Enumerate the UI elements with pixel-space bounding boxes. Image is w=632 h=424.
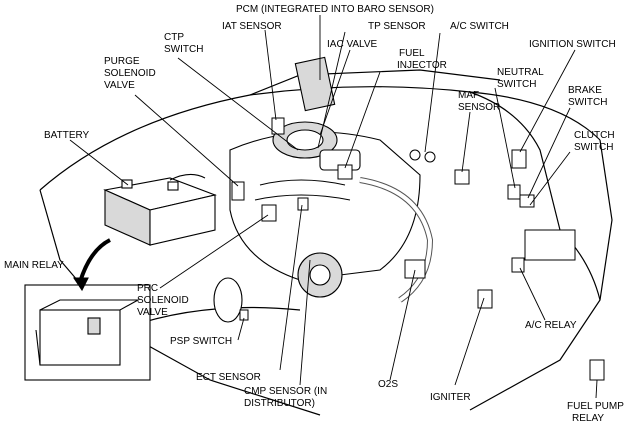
fuel-injector-shape [337, 164, 353, 180]
leader-fuel-injector [344, 71, 381, 169]
leader-ac-relay [519, 267, 546, 321]
label-iat-sensor: IAT SENSOR [222, 21, 282, 32]
iat-sensor-shape [271, 117, 285, 135]
label-pcm: PCM (INTEGRATED INTO BARO SENSOR) [236, 4, 434, 15]
label-cmp-2: DISTRIBUTOR) [244, 398, 315, 409]
label-ac-switch: A/C SWITCH [450, 21, 509, 32]
label-fuel-pump-2: RELAY [572, 413, 604, 424]
leader-lines [69, 15, 598, 399]
leader-ctp [177, 57, 299, 151]
label-neutral-1: NEUTRAL [497, 67, 544, 78]
main-relay-inset [24, 238, 151, 381]
labels: PCM (INTEGRATED INTO BARO SENSOR) IAT SE… [4, 4, 624, 424]
igniter-shape [477, 289, 493, 309]
leader-ect [279, 204, 303, 371]
leader-iat [264, 29, 277, 121]
leader-neutral [494, 87, 516, 189]
label-tp-sensor: TP SENSOR [368, 21, 426, 32]
label-o2s: O2S [378, 379, 398, 390]
leader-iac [319, 49, 351, 136]
leader-battery [69, 139, 129, 186]
ect-sensor-shape [297, 197, 309, 211]
label-maf-1: MAF [458, 90, 479, 101]
label-prc-1: PRC [137, 283, 158, 294]
label-maf-2: SENSOR [458, 102, 500, 113]
leader-prc [159, 214, 269, 289]
leader-fuel-pump-relay [595, 379, 598, 399]
fuel-pump-relay-shape [589, 359, 605, 381]
label-ect-sensor: ECT SENSOR [196, 372, 261, 383]
leader-cmp [299, 259, 311, 386]
neutral-switch-shape [507, 184, 521, 200]
leader-purge [134, 94, 239, 187]
prc-valve-shape [261, 204, 277, 222]
fuse-box-shape [524, 229, 576, 261]
leader-brake [527, 107, 571, 199]
brake-switch-shape [519, 194, 535, 208]
label-clutch-2: SWITCH [574, 142, 613, 153]
label-brake-1: BRAKE [568, 85, 602, 96]
label-ac-relay: A/C RELAY [525, 320, 577, 331]
ignition-switch-shape [511, 149, 527, 169]
label-iac-valve: IAC VALVE [327, 39, 378, 50]
label-purge-1: PURGE [104, 56, 140, 67]
ac-relay-shape [511, 257, 525, 273]
maf-sensor-shape [454, 169, 470, 185]
label-purge-2: SOLENOID [104, 68, 156, 79]
label-clutch-1: CLUTCH [574, 130, 615, 141]
leader-o2s [389, 269, 416, 381]
leader-ignition [519, 49, 576, 153]
label-fuel-injector-1: FUEL [399, 48, 425, 59]
battery-illustration [103, 173, 217, 246]
ac-switch-shape [409, 149, 421, 161]
label-fuel-injector-2: INJECTOR [397, 60, 447, 71]
leader-igniter [454, 297, 485, 386]
label-battery: BATTERY [44, 130, 90, 141]
label-prc-3: VALVE [137, 307, 168, 318]
engine-illustration [213, 56, 434, 323]
label-igniter: IGNITER [430, 392, 471, 403]
label-ctp-switch-2: SWITCH [164, 44, 203, 55]
label-fuel-pump-1: FUEL PUMP [567, 401, 624, 412]
leader-ac-switch [424, 32, 441, 153]
label-main-relay: MAIN RELAY [4, 260, 64, 271]
label-cmp-1: CMP SENSOR (IN [244, 386, 327, 397]
leader-psp [237, 317, 245, 341]
label-brake-2: SWITCH [568, 97, 607, 108]
label-prc-2: SOLENOID [137, 295, 189, 306]
leader-clutch [529, 151, 571, 206]
leader-maf [461, 111, 471, 173]
psp-switch-shape [239, 309, 249, 321]
label-ctp-switch-1: CTP [164, 32, 184, 43]
label-ignition-switch: IGNITION SWITCH [529, 39, 616, 50]
label-purge-3: VALVE [104, 80, 135, 91]
label-neutral-2: SWITCH [497, 79, 536, 90]
purge-valve-shape [231, 181, 245, 201]
label-psp-switch: PSP SWITCH [170, 336, 232, 347]
maf-body-shape [404, 259, 426, 279]
